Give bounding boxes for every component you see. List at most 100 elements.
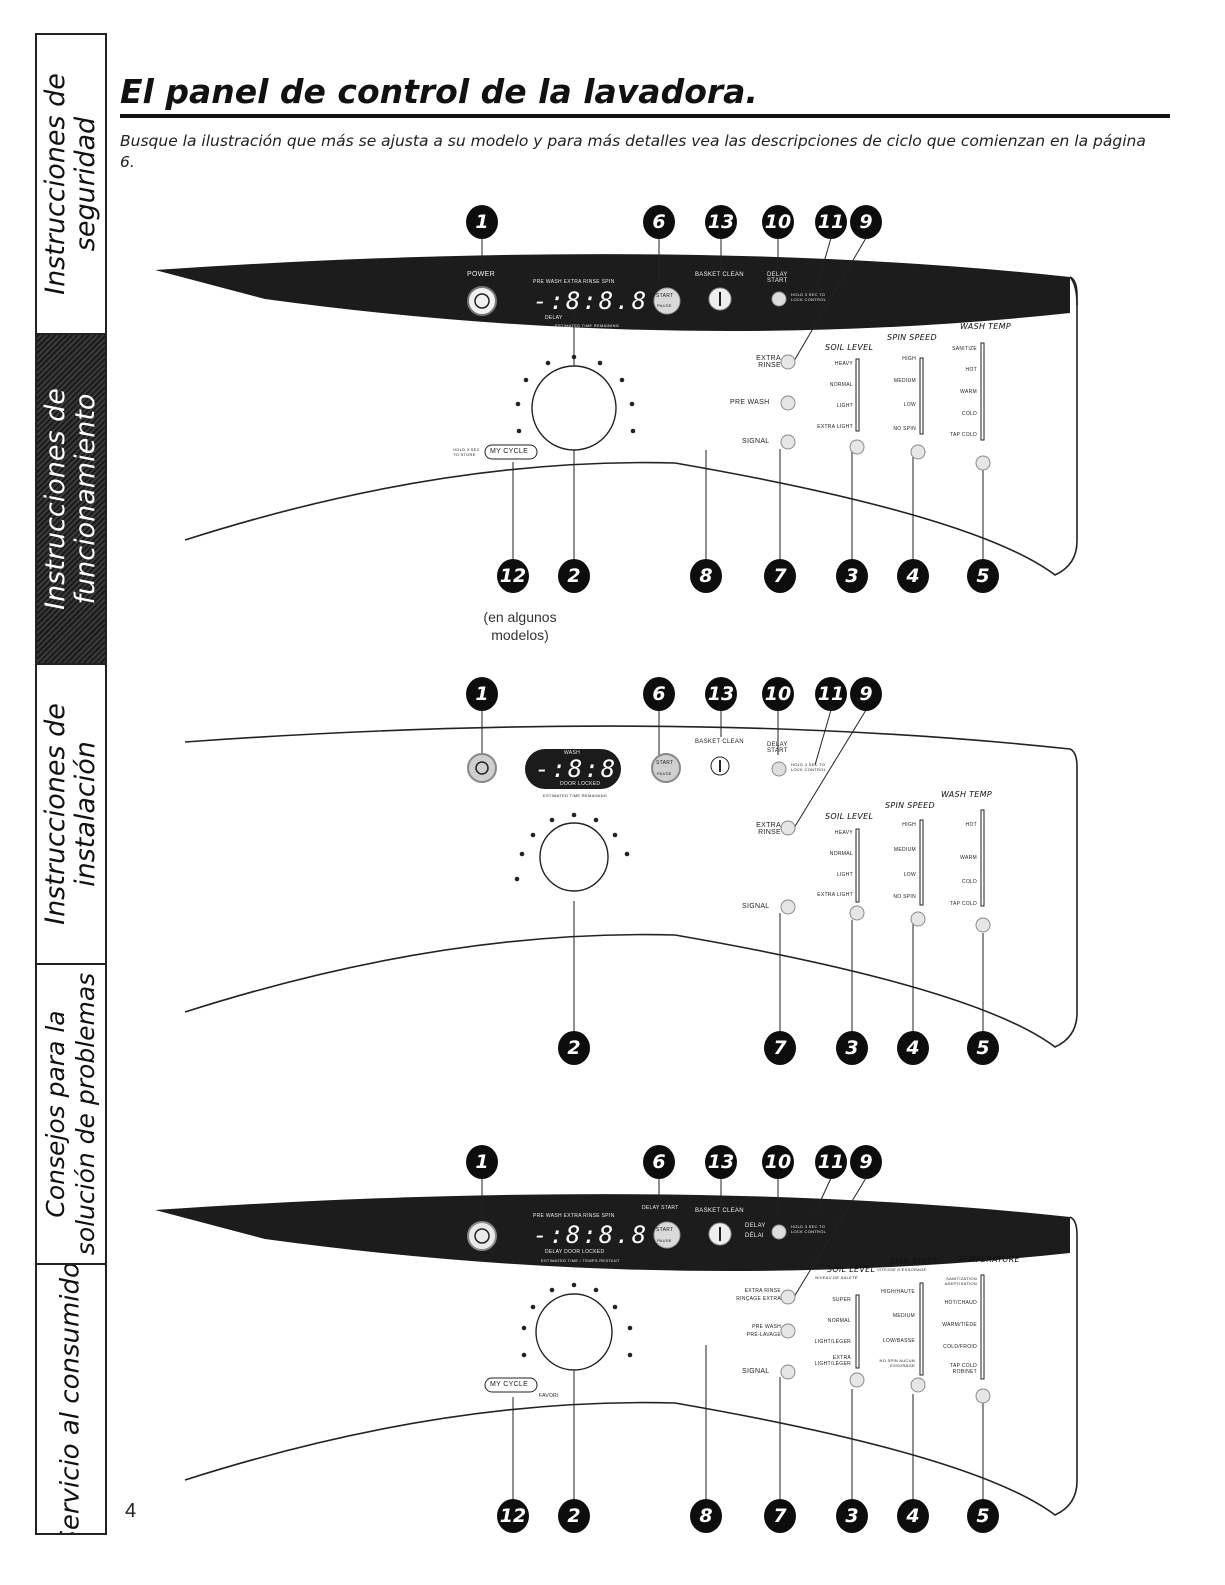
soil-level-knob[interactable] — [849, 905, 865, 921]
temp-option: Warm/Tiède — [942, 1322, 977, 1328]
spin-option: No Spin — [893, 894, 916, 900]
basket-clean-label: Basket Clean — [695, 272, 744, 278]
soil-option: Extra Light — [817, 892, 853, 898]
start-pause-button[interactable] — [652, 754, 680, 782]
tab-label: Servicio al consumidor — [56, 1265, 86, 1533]
callout-3: 3 — [836, 1499, 868, 1533]
power-button[interactable] — [468, 287, 496, 315]
power-button[interactable] — [468, 1222, 496, 1250]
control-panel-2: 1 6 13 10 11 9 2 7 3 4 5 Wash -:8:8.8 Do… — [115, 667, 1225, 1087]
panel-1-outline — [155, 237, 1078, 576]
temp-option: Hot — [965, 822, 977, 828]
spin-speed-heading: Spin Speed — [887, 333, 937, 342]
callout-7: 7 — [764, 1031, 796, 1065]
callout-13: 13 — [705, 1145, 737, 1179]
pre-wash-button[interactable] — [781, 396, 795, 410]
intro-text: Busque la ilustración que más se ajusta … — [120, 132, 1146, 171]
wash-temp-heading: Wash Temp — [960, 322, 1011, 331]
soil-level-heading: Soil Level — [825, 343, 874, 352]
basket-clean-label: Basket Clean — [695, 1208, 744, 1214]
time-display: -:8:8.8 — [535, 755, 651, 783]
pre-wash-label: Pre Wash — [730, 399, 770, 406]
door-locked-indicator: Door Locked — [560, 781, 601, 787]
temp-option: Cold — [961, 879, 977, 885]
spin-option: Medium — [892, 1313, 915, 1319]
soil-level-knob[interactable] — [849, 439, 865, 455]
power-label: Power — [467, 271, 495, 278]
soil-level-knob[interactable] — [849, 1372, 865, 1388]
extra-rinse-button[interactable] — [781, 355, 795, 369]
basket-clean-button[interactable] — [711, 757, 729, 775]
callout-2: 2 — [558, 559, 590, 593]
callout-11: 11 — [815, 677, 847, 711]
est-time-label: Estimated Time Remaining — [543, 793, 608, 798]
spin-option: High — [902, 356, 916, 362]
panel-2-outline — [184, 709, 1078, 1048]
extra-rinse-button[interactable] — [781, 821, 795, 835]
signal-button[interactable] — [781, 1365, 795, 1379]
callout-9: 9 — [850, 1145, 882, 1179]
callout-6: 6 — [643, 677, 675, 711]
soil-option: Heavy — [834, 830, 853, 836]
callout-10: 10 — [762, 205, 794, 239]
temp-option: Hot/Chaud — [944, 1300, 977, 1306]
spin-speed-fr-heading: Vitesse d'Essorage — [877, 1267, 927, 1272]
delay-start-button[interactable] — [772, 292, 786, 306]
my-cycle-button[interactable]: My Cycle — [490, 448, 529, 455]
temperature-knob[interactable] — [975, 1388, 991, 1404]
callout-2: 2 — [558, 1031, 590, 1065]
spin-speed-knob[interactable] — [910, 911, 926, 927]
callout-3: 3 — [836, 1031, 868, 1065]
callout-13: 13 — [705, 677, 737, 711]
spin-speed-heading: Spin Speed — [890, 1257, 940, 1266]
delay-door-indicators: Delay Door Locked — [545, 1249, 605, 1255]
cycle-selector-dial[interactable] — [533, 367, 615, 449]
cycle-selector-dial[interactable] — [540, 823, 608, 891]
delay-label: Delay — [745, 1223, 766, 1229]
some-models-note: (en algunos modelos) — [483, 609, 557, 643]
wash-temp-heading: Wash Temp — [941, 790, 992, 799]
est-time-label: Estimated Time Remaining — [555, 323, 620, 328]
soil-option: Extra Light — [817, 424, 853, 430]
spin-speed-knob[interactable] — [910, 444, 926, 460]
callout-11: 11 — [815, 1145, 847, 1179]
start-pause-button[interactable] — [654, 288, 680, 314]
signal-button[interactable] — [781, 900, 795, 914]
callout-4: 4 — [897, 559, 929, 593]
callout-12: 12 — [497, 559, 529, 593]
soil-option: Light/Léger — [814, 1339, 851, 1345]
cycle-selector-dial[interactable] — [536, 1294, 612, 1370]
temp-option: Warm — [960, 389, 977, 395]
temp-option: Cold/Froid — [943, 1344, 977, 1350]
spin-speed-heading: Spin Speed — [885, 801, 935, 810]
basket-clean-button[interactable] — [709, 288, 731, 310]
wash-temp-knob[interactable] — [975, 455, 991, 471]
basket-clean-button[interactable] — [709, 1223, 731, 1245]
delay-start-button[interactable] — [772, 762, 786, 776]
start-label: Start — [656, 293, 674, 299]
wash-temp-knob[interactable] — [975, 917, 991, 933]
callout-6: 6 — [643, 205, 675, 239]
est-time-label: Estimated Time / Temps Restant — [541, 1258, 620, 1263]
tab-servicio-consumidor[interactable]: Servicio al consumidor — [37, 1265, 105, 1533]
signal-button[interactable] — [781, 435, 795, 449]
soil-option: Normal — [827, 1318, 851, 1324]
delay-start-button[interactable] — [772, 1225, 786, 1239]
callout-8: 8 — [690, 559, 722, 593]
extra-rinse-button[interactable] — [781, 1290, 795, 1304]
callout-5: 5 — [967, 1031, 999, 1065]
my-cycle-button[interactable]: My Cycle — [490, 1381, 529, 1388]
hold-lock-label: Hold 3 Sec to Lock Control — [791, 762, 827, 772]
start-pause-button[interactable] — [654, 1222, 680, 1248]
callout-6: 6 — [643, 1145, 675, 1179]
temp-option: Warm — [960, 855, 977, 861]
basket-clean-label: Basket Clean — [695, 739, 744, 745]
spin-speed-knob[interactable] — [910, 1377, 926, 1393]
power-button[interactable] — [468, 754, 496, 782]
pre-wash-button[interactable] — [781, 1324, 795, 1338]
